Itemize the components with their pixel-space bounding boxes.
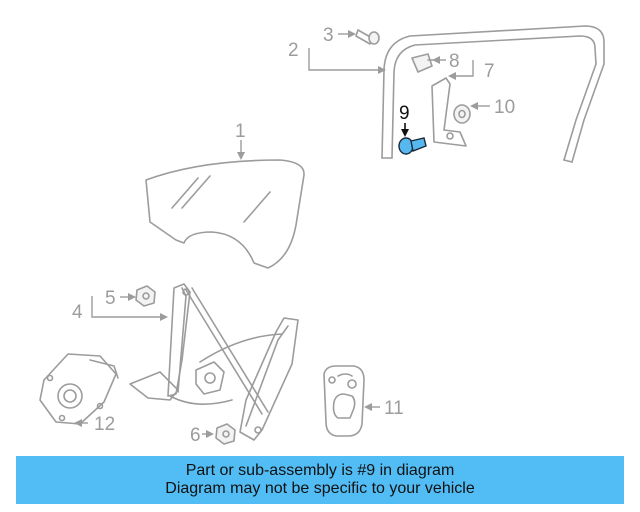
nut-part-6 <box>215 423 236 445</box>
callout-8: 8 <box>449 51 460 72</box>
window-regulator-part-4 <box>129 283 299 441</box>
callout-12: 12 <box>94 414 115 435</box>
callout-6: 6 <box>190 425 201 446</box>
callout-5: 5 <box>105 288 116 309</box>
parts-diagram: 2 3 8 7 10 9 1 <box>39 25 605 446</box>
callout-11: 11 <box>384 398 404 419</box>
nut-part-5 <box>135 285 156 307</box>
highlighted-bolt-part-9 <box>398 137 427 155</box>
callout-7: 7 <box>484 61 495 82</box>
callout-9: 9 <box>399 103 410 124</box>
callout-1: 1 <box>235 121 246 142</box>
handle-bracket-part-11 <box>323 365 365 437</box>
clip-part-8 <box>411 53 439 73</box>
guide-bracket-part-7 <box>431 77 467 147</box>
callout-3: 3 <box>323 25 334 46</box>
door-glass-part-1 <box>145 159 305 269</box>
banner-line-2: Diagram may not be specific to your vehi… <box>165 480 475 497</box>
callout-10: 10 <box>494 97 515 118</box>
info-banner: Part or sub-assembly is #9 in diagram Di… <box>16 456 624 504</box>
callout-4: 4 <box>72 302 83 323</box>
bolt-part-3 <box>355 29 380 45</box>
banner-line-1: Part or sub-assembly is #9 in diagram <box>185 462 455 479</box>
window-motor-part-12 <box>39 353 119 425</box>
callout-2: 2 <box>288 40 299 61</box>
nut-part-10 <box>453 104 471 124</box>
window-frame-part <box>381 25 605 163</box>
